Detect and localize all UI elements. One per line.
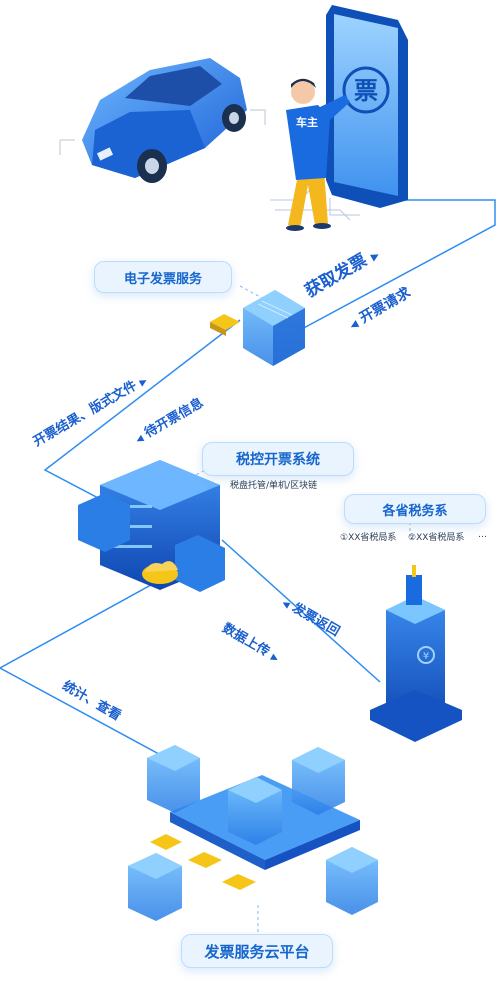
tax-building: ¥ [370,565,462,742]
svg-text:¥: ¥ [423,651,429,662]
e-invoice-service-label: 电子发票服务 [94,261,232,293]
tax-control-system-text: 税控开票系统 [236,452,320,468]
platform-cube-right [292,747,345,815]
provincial-tax-label: 各省税务系 [344,494,486,524]
tax-control-subtitle: 税盘托管/单机/区块链 [230,481,318,491]
platform-cube-bottom-right [326,847,378,915]
tax-bureau-more: … [478,530,487,540]
cloud-platform-text: 发票服务云平台 [204,942,310,961]
platform-cube-left [147,745,200,813]
tax-bureau-1: ①XX省税局系 [340,533,397,543]
phone-invoice-glyph: 票 [354,77,378,105]
cloud-platform-illustration [128,745,378,921]
tax-control-server-cluster [78,460,225,592]
tax-control-system-label: 税控开票系统 [202,442,354,476]
provincial-tax-text: 各省税务系 [382,503,448,519]
owner-shirt-label: 车主 [296,115,318,129]
tax-bureau-2: ②XX省税局系 [408,533,465,543]
e-invoice-service-text: 电子发票服务 [123,271,202,287]
cloud-platform-label: 发票服务云平台 [181,934,333,968]
platform-cube-bottom-left [128,853,182,921]
phone-illustration: 票 [270,5,408,221]
car-owner-illustration: 车主 [286,78,350,231]
car-illustration [59,58,266,183]
platform-chips [150,834,256,890]
e-invoice-server-cube [210,290,305,366]
platform-cube-center [228,777,282,845]
dashed-connectors [189,285,411,935]
